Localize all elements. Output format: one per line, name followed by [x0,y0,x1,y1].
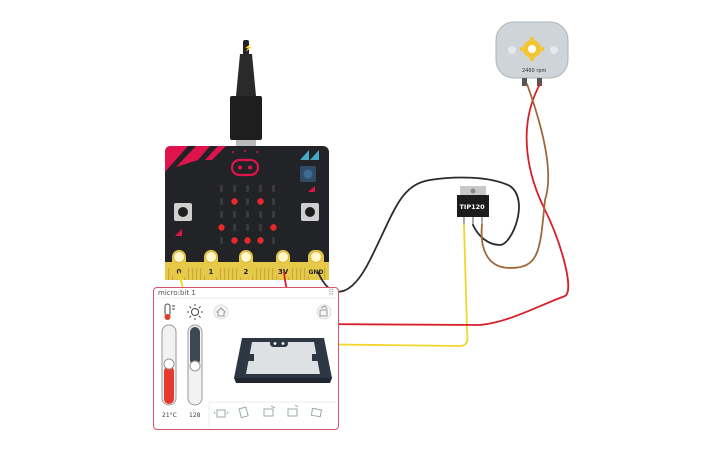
led-lit [270,224,277,231]
logo-icon [300,150,309,160]
led-lit [257,237,264,244]
led [233,211,236,218]
led [233,185,236,192]
led [259,211,262,218]
transistor-tip120[interactable]: TIP120 [457,186,489,225]
led-matrix [218,185,277,244]
led [220,211,223,218]
usb-cable[interactable]: ⚡ [230,40,262,149]
edge-tooth [188,268,190,280]
led [272,185,275,192]
tilt-right-icon[interactable] [263,405,276,417]
light-slider[interactable] [187,324,203,406]
edge-tooth [260,268,262,280]
pin-gnd[interactable]: GND [308,250,324,280]
panel-title: micro:bit 1 [158,289,196,297]
sun-icon [187,304,203,320]
pin-1[interactable]: 1 [204,250,218,280]
gesture-icons[interactable] [213,404,323,419]
edge-tooth [200,268,202,280]
edge-tooth [228,268,230,280]
edge-tooth [236,268,238,280]
temperature-slider[interactable] [161,324,177,406]
led [272,237,275,244]
edge-tooth [256,268,258,280]
touch-logo[interactable] [230,158,260,177]
led [246,185,249,192]
lightning-icon: ⚡ [244,43,253,52]
temperature-value: 21°C [162,412,177,419]
board-corner-accent [165,146,188,172]
edge-tooth [292,268,294,280]
motor-gear-icon [520,37,544,61]
pin-3v[interactable]: 3V [276,250,290,280]
led [259,185,262,192]
led [259,224,262,231]
thermometer-icon [164,303,175,320]
simulator-panel[interactable]: micro:bit 1 ⠿ [153,287,339,430]
led-lit [257,198,264,205]
wire-brown[interactable] [480,83,550,269]
led-lit [231,198,238,205]
edge-tooth [264,268,266,280]
panel-graphics [154,297,337,428]
svg-text:1: 1 [209,268,214,276]
edge-tooth [296,268,298,280]
svg-text:GND: GND [309,269,324,276]
led [272,211,275,218]
edge-tooth [304,268,306,280]
led [246,211,249,218]
button-b[interactable] [301,203,319,221]
microbit-board[interactable]: 0 1 2 3V GND [165,146,329,280]
edge-tooth [268,268,270,280]
pin-2[interactable]: 2 [239,250,253,280]
led [220,198,223,205]
led [246,224,249,231]
home-icon[interactable] [213,304,229,320]
edge-tooth [192,268,194,280]
rotate-icon[interactable] [316,304,332,320]
led [220,237,223,244]
edge-tooth [324,268,326,280]
dc-motor[interactable]: 2460 rpm [495,21,569,86]
edge-tooth [232,268,234,280]
svg-text:2: 2 [244,268,249,276]
led-lit [231,237,238,244]
microbit-3d-preview[interactable] [234,338,332,383]
svg-text:TIP120: TIP120 [460,203,486,211]
edge-tooth [300,268,302,280]
screen-up-icon[interactable] [287,404,299,417]
edge-tooth [224,268,226,280]
edge-tooth [220,268,222,280]
led [246,198,249,205]
screen-down-icon[interactable] [310,407,323,418]
led [233,224,236,231]
shake-icon[interactable] [213,409,229,418]
edge-tooth [272,268,274,280]
drag-handle-icon[interactable]: ⠿ [328,288,334,297]
svg-text:2460 rpm: 2460 rpm [522,68,547,74]
light-value: 128 [189,412,201,419]
edge-tooth [168,268,170,280]
led-lit [244,237,251,244]
button-a[interactable] [174,203,192,221]
edge-tooth [196,268,198,280]
led-lit [218,224,225,231]
wire-black[interactable] [317,176,520,293]
tilt-left-icon[interactable] [238,406,249,419]
led [220,185,223,192]
led [272,198,275,205]
